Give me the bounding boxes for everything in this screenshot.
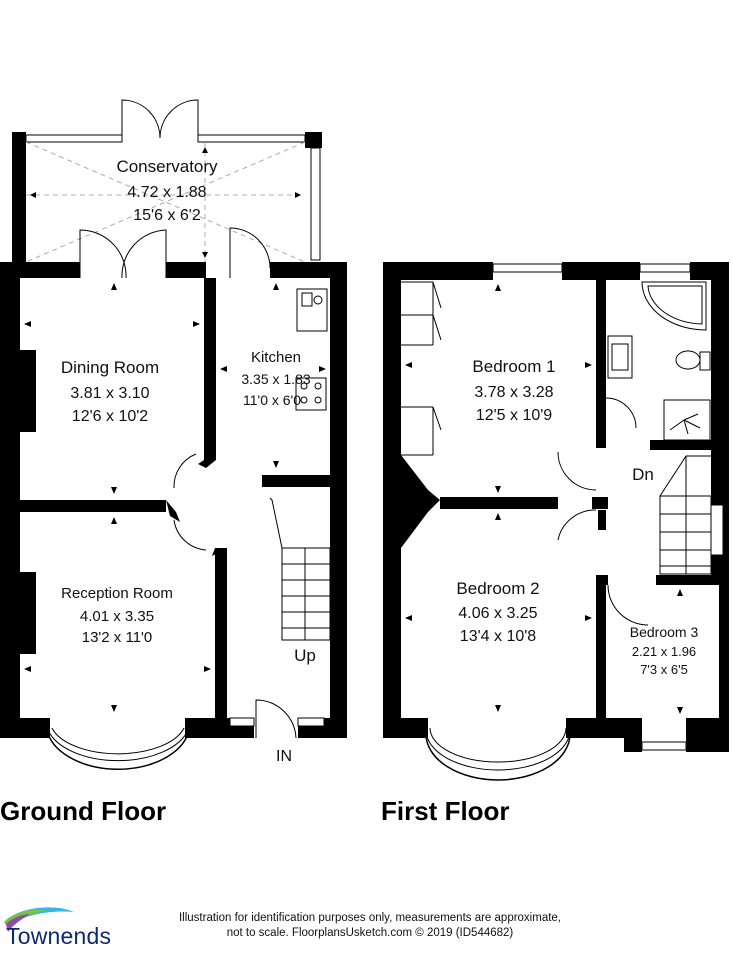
conservatory-metric: 4.72 x 1.88 xyxy=(127,184,206,201)
ground-floor-title: Ground Floor xyxy=(0,796,167,826)
bedroom3-metric: 2.21 x 1.96 xyxy=(632,644,696,659)
bedroom3-name: Bedroom 3 xyxy=(630,624,699,640)
first-floor-stairs xyxy=(659,455,712,575)
ground-floor-doors xyxy=(79,227,271,551)
bedroom2-imperial: 13'4 x 10'8 xyxy=(460,628,536,645)
first-floor-plan: Bedroom 1 3.78 x 3.28 12'5 x 10'9 Bedroo… xyxy=(383,262,729,781)
reception-room-metric: 4.01 x 3.35 xyxy=(80,608,154,625)
ground-floor-plan: Conservatory 4.72 x 1.88 15'6 x 6'2 Dini… xyxy=(0,99,347,770)
bedroom2-bay-window xyxy=(425,727,571,781)
entrance-label: IN xyxy=(276,748,292,765)
disclaimer-line-2: not to scale. FloorplansUsketch.com © 20… xyxy=(226,927,514,939)
bedroom1-metric: 3.78 x 3.28 xyxy=(474,384,553,401)
reception-room-name: Reception Room xyxy=(61,585,173,602)
reception-room-imperial: 13'2 x 11'0 xyxy=(82,629,153,646)
townends-logo-icon xyxy=(4,907,74,932)
townends-logo-text: Townends xyxy=(6,923,112,949)
bedroom1-name: Bedroom 1 xyxy=(472,357,555,376)
first-floor-walls xyxy=(383,262,729,752)
first-floor-doors xyxy=(557,451,649,626)
kitchen-imperial: 11'0 x 6'0 xyxy=(243,392,301,408)
kitchen-fittings xyxy=(295,288,328,411)
bedroom1-imperial: 12'5 x 10'9 xyxy=(476,407,552,424)
dining-room-name: Dining Room xyxy=(61,358,159,377)
conservatory-structure xyxy=(12,99,322,263)
kitchen-name: Kitchen xyxy=(251,349,301,366)
dining-room-imperial: 12'6 x 10'2 xyxy=(72,408,148,425)
kitchen-metric: 3.35 x 1.83 xyxy=(241,371,310,387)
reception-bay-window xyxy=(47,727,189,770)
bedroom2-name: Bedroom 2 xyxy=(456,579,539,598)
conservatory-imperial: 15'6 x 6'2 xyxy=(133,207,201,224)
disclaimer-line-1: Illustration for identification purposes… xyxy=(178,912,562,924)
dining-room-metric: 3.81 x 3.10 xyxy=(70,385,149,402)
bathroom-fittings xyxy=(605,281,711,441)
ground-floor-stairs xyxy=(269,497,331,641)
stairs-up-label: Up xyxy=(294,646,316,665)
bedroom1-wardrobes xyxy=(401,281,442,456)
ground-floor-walls xyxy=(0,262,347,739)
first-floor-title: First Floor xyxy=(381,796,510,826)
bedroom3-imperial: 7'3 x 6'5 xyxy=(640,662,688,677)
disclaimer: Illustration for identification purposes… xyxy=(160,911,580,941)
bedroom2-metric: 4.06 x 3.25 xyxy=(458,605,537,622)
stairs-down-label: Dn xyxy=(632,465,654,484)
conservatory-name: Conservatory xyxy=(116,157,218,176)
ground-floor-dimension-arrows xyxy=(24,283,326,712)
first-floor-dimension-arrows xyxy=(405,284,683,714)
